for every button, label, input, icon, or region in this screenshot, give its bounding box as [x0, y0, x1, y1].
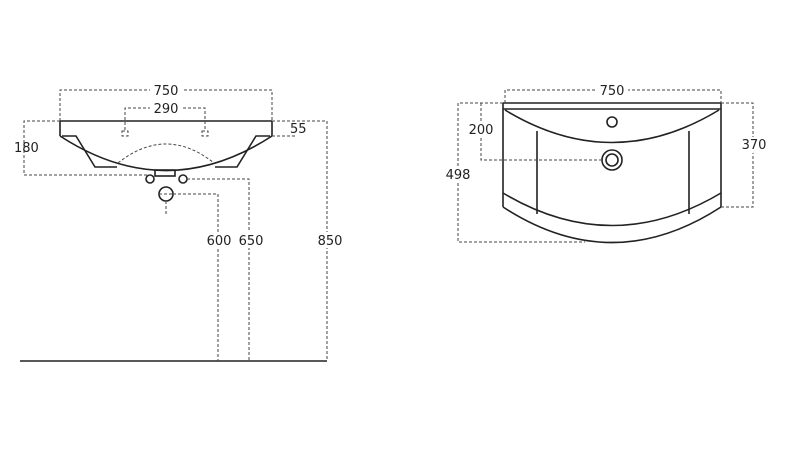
top-width-label: 750 [600, 84, 625, 99]
drain-icon [601, 149, 623, 171]
basin-front-outline [59, 120, 273, 177]
overflow-left-icon [145, 174, 155, 184]
side-depth-label: 370 [742, 138, 767, 153]
siphon-height-label: 600 [207, 234, 232, 249]
drain-offset-label: 200 [469, 123, 494, 138]
total-height-label: 850 [318, 234, 343, 249]
overflow-right-icon [178, 174, 188, 184]
rim-thickness-label: 55 [290, 122, 307, 137]
overflow-height-label: 650 [239, 234, 264, 249]
top-view: 750 200 370 498 [444, 82, 768, 244]
total-depth-label: 498 [446, 168, 471, 183]
basin-top-outline [502, 102, 722, 244]
depth-label: 180 [14, 141, 39, 156]
tap-hole-icon [606, 116, 618, 128]
front-view: 750 290 55 180 600 650 850 [14, 82, 344, 362]
front-width-label: 750 [154, 84, 179, 99]
tap-spacing-label: 290 [154, 102, 179, 117]
